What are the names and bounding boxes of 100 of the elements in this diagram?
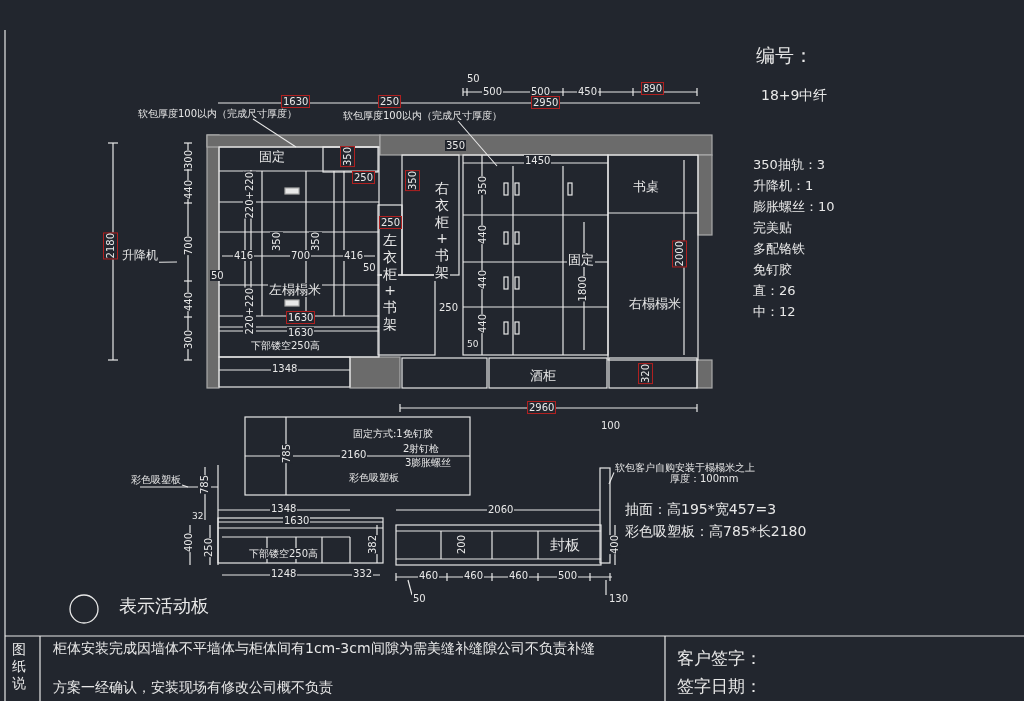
note-text: 18+9中纤 bbox=[760, 88, 829, 104]
dimension-text: 700 bbox=[182, 236, 195, 256]
dimension-text: 1348 bbox=[270, 503, 298, 514]
dimension-text: 320 bbox=[638, 363, 653, 385]
dimension-text: 250 bbox=[379, 216, 403, 229]
note-text: 下部镂空250高 bbox=[250, 340, 322, 351]
section-title: 图纸说 bbox=[11, 641, 27, 692]
dimension-text: 250 bbox=[202, 538, 215, 558]
note-text: 方案一经确认，安装现场有修改公司概不负责 bbox=[52, 680, 334, 696]
note-text: 中：12 bbox=[752, 305, 797, 320]
dimension-text: 2160 bbox=[340, 449, 368, 460]
note-text: 抽面：高195*宽457=3 bbox=[624, 502, 778, 518]
dimension-text: 400 bbox=[182, 533, 195, 553]
dimension-text: 1630 bbox=[286, 311, 316, 324]
dimension-text: 450 bbox=[577, 86, 599, 97]
note-text: 直：26 bbox=[752, 284, 797, 299]
dimension-text: 350 bbox=[270, 232, 283, 252]
dimension-text: 1630 bbox=[287, 327, 315, 338]
dimension-text: 460 bbox=[463, 570, 485, 581]
dimension-text: 50 bbox=[362, 262, 377, 273]
dimension-text: 350 bbox=[340, 146, 355, 168]
part-label: 右榻榻米 bbox=[628, 297, 682, 312]
part-label: 封板 bbox=[549, 537, 581, 554]
dimension-text: 332 bbox=[352, 568, 374, 579]
part-label: 左榻榻米 bbox=[268, 283, 322, 298]
dimension-text: 32 bbox=[191, 512, 205, 522]
dimension-text: 700 bbox=[290, 250, 312, 261]
leader-text: 软包厚度100以内（完成尺寸厚度） bbox=[342, 110, 504, 121]
leader-line bbox=[457, 120, 498, 167]
leader-line bbox=[252, 118, 297, 148]
dimension-text: 350 bbox=[405, 170, 420, 192]
dimension-text: 500 bbox=[482, 86, 504, 97]
dimension-text: 1450 bbox=[524, 155, 552, 166]
part-label: 右衣柜+书架 bbox=[434, 180, 450, 281]
part-label: 固定 bbox=[258, 150, 286, 165]
dimension-text: 350 bbox=[476, 176, 489, 196]
dimension-text: 250 bbox=[438, 302, 460, 313]
dimension-text: 382 bbox=[366, 535, 379, 555]
leader-line bbox=[158, 261, 178, 263]
signature-label: 签字日期： bbox=[676, 677, 763, 696]
note-text: 多配铬铁 bbox=[752, 242, 806, 257]
dimension-text: 200 bbox=[455, 535, 468, 555]
dimension-text: 300 bbox=[182, 330, 195, 350]
dimension-text: 460 bbox=[508, 570, 530, 581]
dimension-text: 440 bbox=[182, 292, 195, 312]
dimension-text: 250 bbox=[352, 171, 376, 184]
leader-line bbox=[608, 472, 615, 485]
note-text: 下部镂空250高 bbox=[248, 548, 320, 559]
dimension-text: 500 bbox=[557, 570, 579, 581]
note-text: 膨胀螺丝：10 bbox=[752, 200, 836, 215]
dimension-text: 460 bbox=[418, 570, 440, 581]
dimension-text: 1630 bbox=[281, 95, 311, 108]
leader-text: 彩色吸塑板 bbox=[130, 474, 182, 485]
leader-text: 厚度：100mm bbox=[669, 473, 740, 484]
leader-text: 软包厚度100以内（完成尺寸厚度） bbox=[137, 108, 299, 119]
legend-text: 表示活动板 bbox=[118, 596, 210, 616]
dimension-text: 400 bbox=[608, 535, 621, 555]
dimension-text: 2060 bbox=[487, 504, 515, 515]
dimension-text: 785 bbox=[198, 475, 211, 495]
dimension-text: 1800 bbox=[576, 276, 589, 302]
dimension-text: 440 bbox=[182, 180, 195, 200]
dimension-text: 2950 bbox=[531, 96, 561, 109]
dimension-text: 220+220 bbox=[243, 288, 256, 335]
part-label: 固定 bbox=[567, 253, 595, 268]
part-label: 酒柜 bbox=[529, 369, 557, 384]
dimension-text: 50 bbox=[210, 270, 225, 281]
dimension-text: 50 bbox=[412, 593, 427, 604]
note-text: 350抽轨：3 bbox=[752, 158, 827, 173]
dimension-text: 440 bbox=[476, 314, 489, 334]
leader-text: 软包客户自购安装于榻榻米之上 bbox=[614, 462, 756, 473]
dimension-text: 1630 bbox=[283, 515, 311, 526]
dimension-text: 220+220 bbox=[243, 172, 256, 219]
note-text: 升降机：1 bbox=[752, 179, 815, 194]
note-text: 3膨胀螺丝 bbox=[404, 457, 453, 468]
dimension-text: 416 bbox=[233, 250, 255, 261]
note-text: 2射钉枪 bbox=[402, 443, 441, 454]
dimension-text: 250 bbox=[378, 95, 402, 108]
leader-text: 升降机 bbox=[121, 249, 159, 263]
dimension-text: 440 bbox=[476, 225, 489, 245]
note-text: 彩色吸塑板：高785*长2180 bbox=[624, 524, 808, 540]
dimension-text: 100 bbox=[600, 420, 622, 431]
note-text: 免钉胶 bbox=[752, 263, 793, 278]
dimension-text: 1248 bbox=[270, 568, 298, 579]
dimension-text: 2180 bbox=[103, 232, 118, 260]
signature-label: 客户签字： bbox=[676, 649, 763, 668]
dimension-text: 50 bbox=[466, 73, 481, 84]
dimension-text: 416 bbox=[343, 250, 365, 261]
dimension-text: 890 bbox=[641, 82, 665, 95]
leader-line bbox=[181, 484, 189, 488]
dimension-text: 2000 bbox=[672, 240, 687, 268]
heading: 编号： bbox=[755, 45, 814, 66]
dimension-text: 350 bbox=[445, 140, 467, 151]
dimension-text: 350 bbox=[309, 232, 322, 252]
note-text: 完美贴 bbox=[752, 221, 793, 236]
dimension-text: 440 bbox=[476, 270, 489, 290]
dimension-text: 130 bbox=[608, 593, 630, 604]
part-label: 彩色吸塑板 bbox=[348, 472, 400, 483]
dimension-text: 2960 bbox=[527, 401, 557, 414]
dimension-text: 1348 bbox=[271, 363, 299, 374]
dimension-text: 785 bbox=[280, 444, 293, 464]
